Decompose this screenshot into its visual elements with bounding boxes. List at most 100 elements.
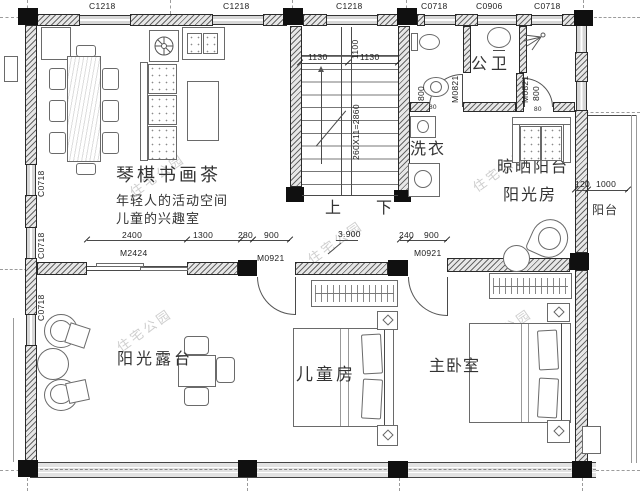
nightstand xyxy=(547,420,570,443)
room-label-activity-sub1: 年轻人的活动空间 xyxy=(116,193,229,208)
fan-icon xyxy=(153,35,175,62)
window-label: C0718 xyxy=(36,294,46,321)
room-label-master: 主卧室 xyxy=(429,358,481,375)
exterior-unit xyxy=(4,56,18,82)
room-label-activity-sub2: 儿童的兴趣室 xyxy=(116,211,201,226)
railing-centerline xyxy=(30,469,596,470)
sink-icon xyxy=(430,81,442,93)
sliding-door-track xyxy=(87,270,187,271)
column xyxy=(286,187,304,202)
window-label: C1218 xyxy=(89,1,116,11)
dim-balcony-gap: 120 xyxy=(575,179,591,189)
stairs xyxy=(302,55,398,196)
dining-chair xyxy=(102,100,119,122)
wall-segment xyxy=(417,14,425,26)
room-label-bathroom: 公卫 xyxy=(471,56,512,73)
grid-line xyxy=(170,0,171,14)
window-band xyxy=(213,15,263,25)
sofa-cushion xyxy=(148,95,177,125)
dim-bath-right-door: 800 xyxy=(531,85,541,101)
wall-segment xyxy=(516,14,532,26)
wall-segment xyxy=(377,14,398,26)
dim-line xyxy=(400,240,447,241)
window-label: C0906 xyxy=(476,1,503,11)
window-band xyxy=(327,15,377,25)
door-label-bath-right: M0821 xyxy=(520,75,530,104)
balcony-outline xyxy=(588,115,637,116)
wall-segment xyxy=(553,102,575,112)
column xyxy=(574,10,593,26)
level-mark-line xyxy=(336,240,358,241)
window-band xyxy=(26,315,36,345)
dim-line xyxy=(87,240,290,241)
dim-tick xyxy=(443,236,451,243)
grid-line xyxy=(247,478,248,491)
door-leaf xyxy=(295,277,296,315)
wall-segment xyxy=(519,26,527,73)
stair-rail xyxy=(351,27,352,196)
bed-headboard xyxy=(561,323,562,423)
wall-segment xyxy=(455,14,478,26)
window-band xyxy=(425,15,455,25)
grid-line xyxy=(582,478,583,491)
grid-line xyxy=(0,470,25,471)
grid-line xyxy=(596,470,640,471)
dim-tick xyxy=(286,236,294,243)
dim-stair-opening: 1100 xyxy=(350,39,360,59)
wall-segment xyxy=(575,110,588,253)
toilet-icon xyxy=(419,34,440,50)
room-label-terrace: 阳光露台 xyxy=(117,351,194,368)
door-leaf xyxy=(524,78,525,107)
wall-segment xyxy=(130,14,213,26)
grid-line xyxy=(594,17,640,18)
wall-segment xyxy=(25,345,37,463)
grid-line xyxy=(583,0,584,13)
wardrobe-hangers xyxy=(493,278,568,294)
terrace-chair xyxy=(184,336,209,355)
pillow xyxy=(360,333,384,375)
sofa-cushion xyxy=(520,126,541,161)
balcony-outline xyxy=(631,115,632,463)
wall-segment xyxy=(295,262,388,275)
terrace-table xyxy=(178,355,216,387)
wall-segment xyxy=(516,73,524,112)
sofa xyxy=(563,124,571,163)
column xyxy=(388,461,408,478)
room-label-laundry: 洗衣 xyxy=(410,141,447,158)
window-label: C0718 xyxy=(36,232,46,259)
wall-segment xyxy=(25,25,37,165)
round-table xyxy=(503,245,530,272)
column xyxy=(238,260,257,276)
dim-bath-left-door: 800 xyxy=(416,85,426,101)
dining-chair xyxy=(102,68,119,90)
wall-segment xyxy=(410,102,430,112)
coffee-table xyxy=(187,81,219,141)
bed-blanket xyxy=(521,324,522,422)
sofa-cushion xyxy=(187,33,202,54)
exterior-line xyxy=(13,318,14,462)
bed-blanket xyxy=(340,329,341,426)
wall-segment xyxy=(37,14,80,26)
dim-mid: 2400 xyxy=(122,230,143,240)
dim-mid: 1300 xyxy=(193,230,214,240)
room-label-kids: 儿童房 xyxy=(296,365,356,384)
dim-stair-run: 260X11=2860 xyxy=(351,104,361,160)
grid-line xyxy=(406,0,407,14)
bed-headboard xyxy=(384,328,385,427)
watermark: 住宅公园 xyxy=(305,217,367,267)
door-label-bath-left: M0821 xyxy=(450,75,460,104)
door-arc-master xyxy=(408,277,447,316)
wall-segment xyxy=(463,102,516,112)
column xyxy=(18,8,38,25)
terrace-chair xyxy=(216,357,235,383)
balcony-table xyxy=(582,426,601,454)
wall-segment xyxy=(575,52,588,82)
grid-line xyxy=(27,478,28,491)
wardrobe-hangers xyxy=(315,285,394,302)
window-band xyxy=(576,82,587,110)
pillow xyxy=(536,377,560,419)
sofa xyxy=(512,124,520,163)
shower-icon xyxy=(521,30,547,52)
grid-line xyxy=(0,269,37,270)
window-band xyxy=(26,165,36,195)
